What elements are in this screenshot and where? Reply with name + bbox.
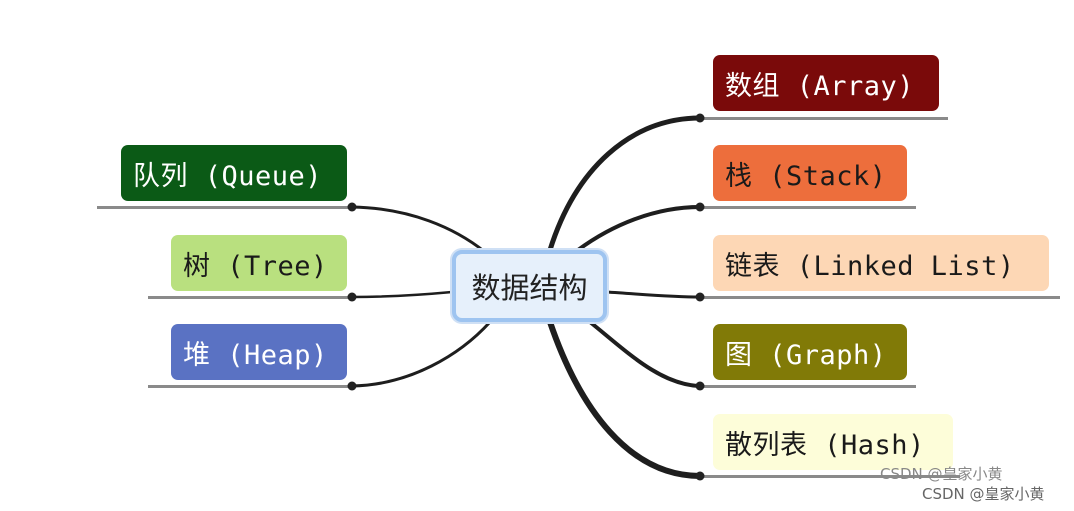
branch-graph: 图 (Graph) — [713, 324, 907, 380]
connector-hash — [547, 319, 703, 479]
connector-queue — [350, 205, 487, 254]
connector-graph — [588, 320, 702, 388]
connector-tree — [350, 290, 454, 299]
branch-heap-underline — [148, 385, 352, 388]
branch-tree: 树 (Tree) — [171, 235, 347, 291]
connector-stack — [576, 205, 702, 252]
branch-queue-dot — [347, 202, 357, 212]
branch-tree-dot — [347, 292, 357, 302]
center-node-label: 数据结构 — [471, 271, 588, 305]
branch-graph-underline — [700, 385, 916, 388]
branch-queue-label: 队列 (Queue) — [133, 160, 323, 192]
watermark-line-1: CSDN @皇家小黄 — [880, 465, 1003, 483]
connector-heap — [350, 320, 492, 388]
branch-tree-underline — [148, 296, 352, 299]
branch-array-underline — [700, 117, 948, 120]
watermark-line-2: CSDN @皇家小黄 — [922, 485, 1045, 503]
branch-graph-label: 图 (Graph) — [725, 339, 887, 371]
branch-stack-underline — [700, 206, 916, 209]
branch-array: 数组 (Array) — [713, 55, 939, 111]
branch-hash: 散列表 (Hash) — [713, 414, 953, 470]
branch-array-label: 数组 (Array) — [725, 70, 915, 102]
branch-tree-label: 树 (Tree) — [183, 250, 328, 282]
branch-stack-dot — [695, 202, 705, 212]
branch-hash-label: 散列表 (Hash) — [725, 429, 925, 461]
branch-heap-dot — [347, 381, 357, 391]
branch-queue: 队列 (Queue) — [121, 145, 347, 201]
branch-linked-list-label: 链表 (Linked List) — [725, 250, 1015, 282]
branch-hash-dot — [695, 471, 705, 481]
connector-linked-list — [604, 290, 702, 299]
branch-array-dot — [695, 113, 705, 123]
center-node: 数据结构 — [452, 250, 607, 322]
branch-linked-list: 链表 (Linked List) — [713, 235, 1049, 291]
branch-stack: 栈 (Stack) — [713, 145, 907, 201]
branch-hash-underline — [700, 475, 960, 478]
connector-array — [547, 115, 703, 253]
branch-linked-list-underline — [700, 296, 1060, 299]
branch-linked-list-dot — [695, 292, 705, 302]
branch-graph-dot — [695, 381, 705, 391]
branch-heap-label: 堆 (Heap) — [183, 339, 328, 371]
branch-heap: 堆 (Heap) — [171, 324, 347, 380]
branch-queue-underline — [97, 206, 352, 209]
branch-stack-label: 栈 (Stack) — [725, 160, 887, 192]
